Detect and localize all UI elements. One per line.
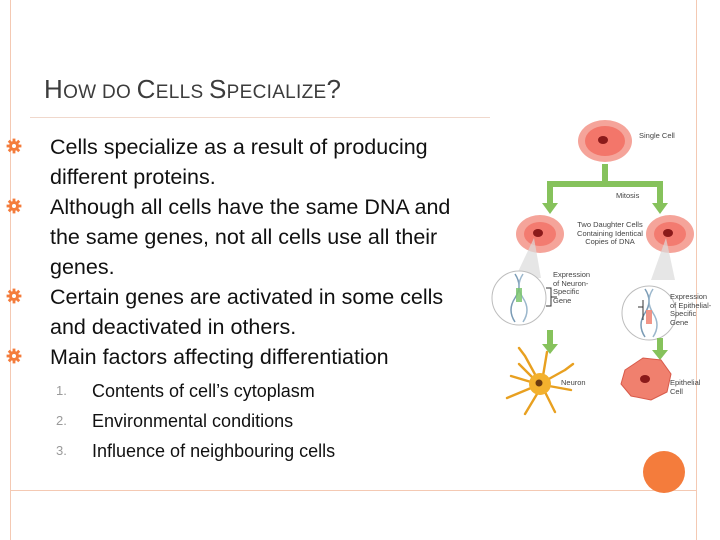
gear-icon (5, 347, 23, 365)
factor-item: 1. Contents of cell’s cytoplasm (50, 376, 480, 406)
factor-item: 2. Environmental conditions (50, 406, 480, 436)
zoom-cone-left (515, 238, 541, 278)
arrow-epithelial-stem (657, 338, 663, 350)
bullet-item: Although all cells have the same DNA and… (6, 192, 480, 282)
factor-text: Environmental conditions (92, 411, 294, 431)
factor-item: 3. Influence of neighbouring cells (50, 436, 480, 466)
factor-text: Influence of neighbouring cells (92, 441, 336, 461)
mitosis-arrows (542, 164, 668, 214)
bullet-list: Cells specialize as a result of producin… (6, 132, 480, 466)
mitosis-arrow-left-stem (547, 181, 553, 203)
mitosis-arrow-bar (547, 181, 663, 187)
mitosis-arrow-stem (602, 164, 608, 182)
title-part: OW DO (63, 82, 137, 103)
single-cell (578, 120, 632, 162)
title-part: H (44, 74, 64, 104)
title-part: S (209, 74, 227, 104)
dna-circle-left (491, 270, 557, 326)
neuron-cell (505, 346, 575, 416)
gear-icon (5, 137, 23, 155)
factor-number: 2. (56, 413, 67, 428)
bracket-left (546, 287, 557, 307)
arrow-neuron-head (542, 344, 558, 354)
slide-title: HOW DO CELLS SPECIALIZE? (44, 74, 341, 105)
label-neuron-gene: Expression of Neuron- Specific Gene (553, 270, 591, 305)
epithelial-cell (620, 357, 672, 401)
bullet-text: Main factors affecting differentiation (50, 345, 389, 369)
bullet-text: Cells specialize as a result of producin… (50, 135, 428, 189)
factor-text: Contents of cell’s cytoplasm (92, 381, 315, 401)
bullet-item: Cells specialize as a result of producin… (6, 132, 480, 192)
cell-differentiation-figure: Single Cell Mitosis Two Daughter Cells C… (485, 108, 720, 438)
dna-circle-right (621, 285, 677, 341)
mitosis-arrow-right-stem (657, 181, 663, 203)
label-epithelial-cell: Epithelial Cell (670, 378, 701, 396)
factors-list: 1. Contents of cell’s cytoplasm 2. Environm… (50, 376, 480, 466)
bullet-text: Although all cells have the same DNA and… (50, 195, 451, 279)
title-part: C (136, 74, 156, 104)
arrow-neuron-stem (547, 330, 553, 344)
mitosis-arrow-right-head (652, 203, 668, 214)
title-part: ? (326, 74, 342, 104)
bullet-item: Certain genes are activated in some cell… (6, 282, 480, 342)
daughter-cell-right (646, 215, 694, 253)
single-cell-nucleus (598, 136, 608, 144)
title-underline (30, 117, 490, 118)
frame-line-right (696, 0, 697, 540)
label-daughter-cells: Two Daughter Cells Containing Identical … (577, 220, 643, 246)
mitosis-arrow-left-head (542, 203, 558, 214)
factor-number: 1. (56, 383, 67, 398)
label-neuron: Neuron (561, 378, 586, 387)
label-epithelial-gene: Expression of Epithelial- Specific Gene (670, 292, 712, 327)
gear-icon (5, 197, 23, 215)
decorative-circle (643, 451, 685, 493)
zoom-cone-right (651, 238, 675, 280)
title-part: PECIALIZE (226, 82, 327, 103)
bullet-item: Main factors affecting differentiation 1.… (6, 342, 480, 466)
label-single-cell: Single Cell (639, 131, 675, 140)
factor-number: 3. (56, 443, 67, 458)
frame-line-left (10, 0, 11, 540)
bullet-text: Certain genes are activated in some cell… (50, 285, 444, 339)
figure-drawing (491, 120, 694, 416)
frame-line-bottom (10, 490, 696, 491)
label-mitosis: Mitosis (616, 191, 640, 200)
arrow-epithelial-head (652, 350, 668, 360)
title-part: ELLS (155, 82, 209, 103)
bracket-right (638, 300, 644, 320)
differentiation-arrows (542, 330, 668, 360)
gear-icon (5, 287, 23, 305)
daughter-cell-left (516, 215, 564, 253)
